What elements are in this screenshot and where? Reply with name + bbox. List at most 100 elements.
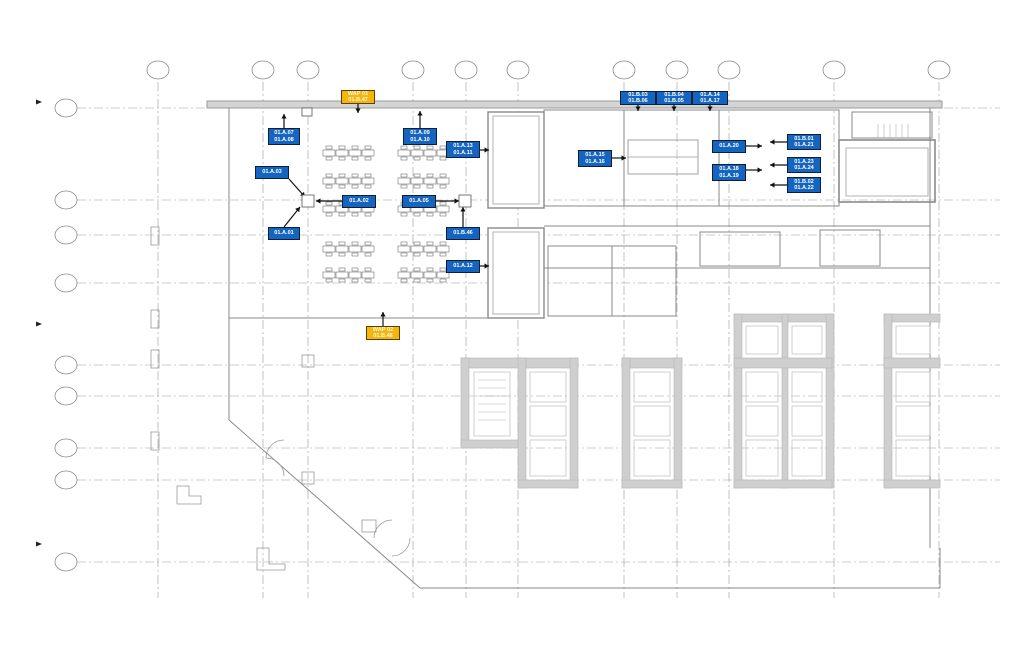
desk xyxy=(361,149,375,157)
chair xyxy=(439,201,447,206)
desk xyxy=(361,245,375,253)
leader-arrowhead xyxy=(355,108,361,113)
data-tag: 01.A.05 xyxy=(402,195,436,208)
leader-arrowhead xyxy=(295,207,300,213)
chair xyxy=(400,252,408,257)
desk xyxy=(335,271,349,279)
chair xyxy=(325,212,333,217)
chair xyxy=(364,184,372,189)
chair xyxy=(439,278,447,283)
desk xyxy=(410,149,424,157)
data-tag: 01.A.20 xyxy=(712,140,746,153)
desk xyxy=(335,245,349,253)
chair xyxy=(364,252,372,257)
chair xyxy=(338,241,346,246)
leader-arrowhead xyxy=(316,198,321,204)
grid-bubble xyxy=(146,60,170,80)
grid-bubble xyxy=(54,98,78,118)
chair xyxy=(351,145,359,150)
diagonal-doors xyxy=(265,439,411,557)
desk xyxy=(397,271,411,279)
chair xyxy=(400,173,408,178)
desk xyxy=(436,205,450,213)
grid-bubble xyxy=(54,225,78,245)
chair xyxy=(338,173,346,178)
desk xyxy=(335,149,349,157)
chair xyxy=(426,184,434,189)
data-tag: 01.B.46 xyxy=(446,227,480,240)
grid-bubble xyxy=(822,60,846,80)
desk xyxy=(348,245,362,253)
chair xyxy=(364,212,372,217)
leader-arrowhead xyxy=(417,111,423,116)
data-tag: 01.A.12 xyxy=(446,260,480,273)
chair xyxy=(351,241,359,246)
level-marker-arrow xyxy=(36,321,42,327)
chair xyxy=(351,267,359,272)
desk xyxy=(436,177,450,185)
grid-bubble xyxy=(251,60,275,80)
desk xyxy=(423,271,437,279)
chair xyxy=(351,184,359,189)
chair xyxy=(351,278,359,283)
grid-bubble xyxy=(54,552,78,572)
desk xyxy=(348,149,362,157)
chair xyxy=(325,252,333,257)
desk xyxy=(397,177,411,185)
leader-arrowhead xyxy=(770,182,775,188)
chair xyxy=(413,156,421,161)
chair xyxy=(439,212,447,217)
chair xyxy=(426,241,434,246)
grid-bubble xyxy=(54,470,78,490)
leader-arrowhead xyxy=(770,162,775,168)
chair xyxy=(325,184,333,189)
chair xyxy=(338,267,346,272)
chair xyxy=(400,156,408,161)
leader-arrowhead xyxy=(281,114,287,119)
outlet-boxes xyxy=(301,107,472,208)
desk xyxy=(322,177,336,185)
leader-arrowhead xyxy=(380,312,386,317)
grid-bubble xyxy=(401,60,425,80)
chair xyxy=(364,145,372,150)
chair xyxy=(413,241,421,246)
chair xyxy=(338,252,346,257)
chair xyxy=(439,241,447,246)
grid-bubble xyxy=(665,60,689,80)
chair xyxy=(439,184,447,189)
chair xyxy=(351,156,359,161)
chair xyxy=(413,145,421,150)
chair xyxy=(351,173,359,178)
chair xyxy=(426,278,434,283)
building-walls xyxy=(206,100,943,589)
chair xyxy=(426,267,434,272)
data-tag: 01.A.02 xyxy=(342,195,376,208)
chair xyxy=(364,241,372,246)
desk xyxy=(348,177,362,185)
leader-arrowhead xyxy=(707,106,713,111)
leader-arrowhead xyxy=(484,147,489,153)
chair xyxy=(426,156,434,161)
leader-arrowhead xyxy=(635,106,641,111)
desk xyxy=(335,177,349,185)
level-marker-arrow xyxy=(36,541,42,547)
desk xyxy=(410,177,424,185)
grid-bubble xyxy=(717,60,741,80)
grid-bubble xyxy=(296,60,320,80)
desk xyxy=(361,271,375,279)
chair xyxy=(338,145,346,150)
chair xyxy=(325,201,333,206)
callout-leaders xyxy=(281,104,787,326)
desk xyxy=(322,149,336,157)
leader-arrowhead xyxy=(757,167,762,173)
chair xyxy=(325,156,333,161)
chair xyxy=(439,156,447,161)
core-walls xyxy=(460,313,941,489)
chair xyxy=(413,184,421,189)
desk xyxy=(322,271,336,279)
